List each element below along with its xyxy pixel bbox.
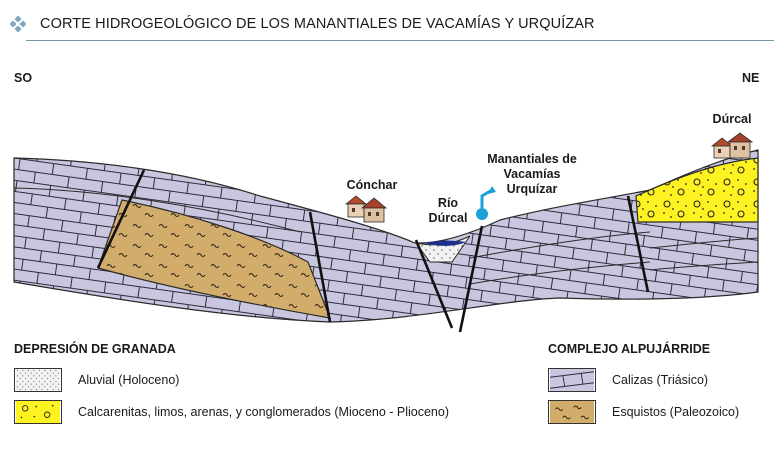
legend-label-calcarenitas: Calcarenitas, limos, arenas, y conglomer… — [78, 405, 449, 419]
swatch-limestone-icon — [548, 368, 596, 392]
label-rio-line1: Río — [437, 196, 459, 210]
legend-label-esquistos: Esquistos (Paleozoico) — [612, 405, 740, 419]
river-durcal — [424, 240, 466, 246]
faults — [96, 169, 650, 333]
swatch-dots-icon — [14, 368, 62, 392]
page-title: CORTE HIDROGEOLÓGICO DE LOS MANANTIALES … — [40, 16, 595, 32]
label-manantiales-line2: Vacamías — [503, 167, 561, 181]
label-manantiales: Manantiales de Vacamías Urquízar — [474, 152, 590, 197]
legend-label-calizas: Calizas (Triásico) — [612, 373, 709, 387]
direction-northeast: NE — [742, 71, 760, 85]
label-rio-durcal: Río Dúrcal — [420, 196, 476, 226]
label-rio-line2: Dúrcal — [428, 211, 468, 225]
swatch-conglomerate-icon — [14, 400, 62, 424]
legend-heading-depresion: DEPRESIÓN DE GRANADA — [14, 342, 176, 356]
legend-label-aluvial: Aluvial (Holoceno) — [78, 373, 180, 387]
swatch-schist-icon — [548, 400, 596, 424]
header: CORTE HIDROGEOLÓGICO DE LOS MANANTIALES … — [10, 12, 774, 42]
label-manantiales-line3: Urquízar — [506, 182, 558, 196]
label-durcal: Dúrcal — [712, 112, 752, 126]
legend-heading-complejo: COMPLEJO ALPUJÁRRIDE — [548, 342, 711, 356]
header-rule — [26, 40, 774, 41]
direction-southwest: SO — [14, 71, 33, 85]
cross-section-diagram — [13, 132, 759, 333]
spring-icon — [476, 186, 496, 220]
village-conchar-icon — [344, 195, 388, 223]
calcarenite-block — [635, 157, 759, 223]
label-manantiales-line1: Manantiales de — [487, 152, 577, 166]
diamond-bullet-icon — [10, 16, 26, 32]
village-durcal-icon — [710, 132, 754, 159]
label-conchar: Cónchar — [346, 178, 398, 192]
